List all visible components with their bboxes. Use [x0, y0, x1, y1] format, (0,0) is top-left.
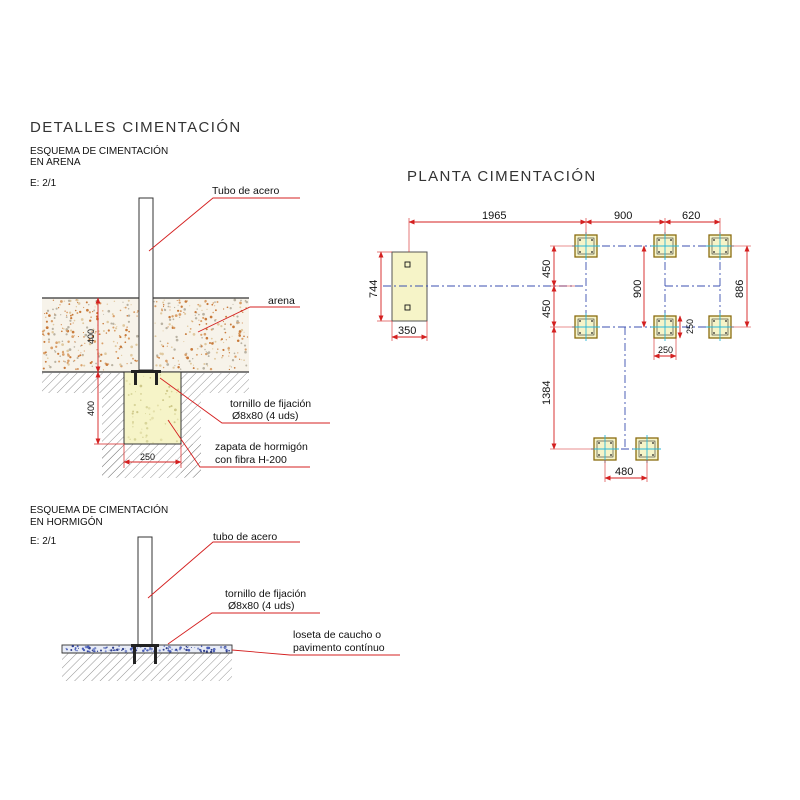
label-surface-line2: pavimento contínuo — [293, 642, 385, 654]
base-plate — [131, 370, 161, 373]
bolt — [134, 372, 137, 385]
steel-tube — [137, 536, 153, 646]
dim-480: 480 — [615, 466, 633, 478]
concrete-heading-line2: EN HORMIGÓN — [30, 515, 103, 528]
dim-sand-depth: 400 — [86, 329, 96, 344]
concrete-base-hatch — [62, 653, 232, 681]
footing-pad — [705, 312, 735, 342]
dim-744: 744 — [368, 280, 380, 298]
footing-pad — [650, 312, 680, 342]
label-footing-line2: con fibra H-200 — [215, 454, 287, 466]
dim-250-horizontal: 250 — [658, 345, 673, 355]
base-plate — [131, 644, 159, 647]
dim-250-vertical: 250 — [685, 319, 695, 334]
sand-heading-line1: ESQUEMA DE CIMENTACIÓN — [30, 144, 168, 157]
section-sand: ESQUEMA DE CIMENTACIÓN EN ARENA E: 2/1 T… — [30, 144, 330, 478]
label-bolt-line1: tornillo de fijación — [225, 588, 306, 600]
dim-620: 620 — [682, 210, 700, 222]
label-sand: arena — [268, 295, 295, 307]
dim-886: 886 — [734, 280, 746, 298]
bolt — [155, 372, 158, 385]
sand-scale: E: 2/1 — [30, 178, 57, 189]
dim-footing-depth: 400 — [86, 401, 96, 416]
bolt — [154, 646, 157, 664]
foundation-plan: 1965 900 620 744 350 450 450 900 886 250… — [368, 210, 751, 482]
label-bolt-line2: Ø8x80 (4 uds) — [232, 410, 299, 422]
footing-pad — [632, 434, 662, 464]
label-bolt-line1: tornillo de fijación — [230, 398, 311, 410]
sand-heading-line2: EN ARENA — [30, 157, 81, 168]
dim-350: 350 — [398, 325, 416, 337]
dim-450-b: 450 — [541, 300, 553, 318]
dim-1965: 1965 — [482, 210, 506, 222]
sand-texture — [41, 298, 249, 371]
concrete-heading-line1: ESQUEMA DE CIMENTACIÓN — [30, 503, 168, 516]
details-title: DETALLES CIMENTACIÓN — [30, 119, 242, 136]
dim-450-a: 450 — [541, 260, 553, 278]
label-steel-tube: tubo de acero — [213, 531, 277, 543]
concrete-scale: E: 2/1 — [30, 536, 57, 547]
section-concrete: ESQUEMA DE CIMENTACIÓN EN HORMIGÓN E: 2/… — [30, 503, 400, 681]
label-surface-line1: loseta de caucho o — [293, 629, 381, 641]
bolt — [133, 646, 136, 664]
footing-pad — [705, 231, 735, 261]
plan-dimensions — [377, 218, 751, 482]
label-footing-line1: zapata de hormigón — [215, 441, 308, 453]
steel-tube — [138, 197, 154, 371]
label-steel-tube: Tubo de acero — [212, 185, 279, 197]
post-pad-left — [391, 251, 428, 322]
dim-footing-width: 250 — [140, 452, 155, 462]
plan-title: PLANTA CIMENTACIÓN — [407, 168, 597, 185]
footing-pad — [571, 312, 601, 342]
concrete-footing — [123, 371, 182, 445]
label-bolt-line2: Ø8x80 (4 uds) — [228, 600, 295, 612]
dim-900-top: 900 — [614, 210, 632, 222]
dim-900-vertical: 900 — [632, 280, 644, 298]
footing-pad — [650, 231, 680, 261]
footing-pad — [590, 434, 620, 464]
footing-pad — [571, 231, 601, 261]
dim-1384: 1384 — [541, 381, 553, 405]
